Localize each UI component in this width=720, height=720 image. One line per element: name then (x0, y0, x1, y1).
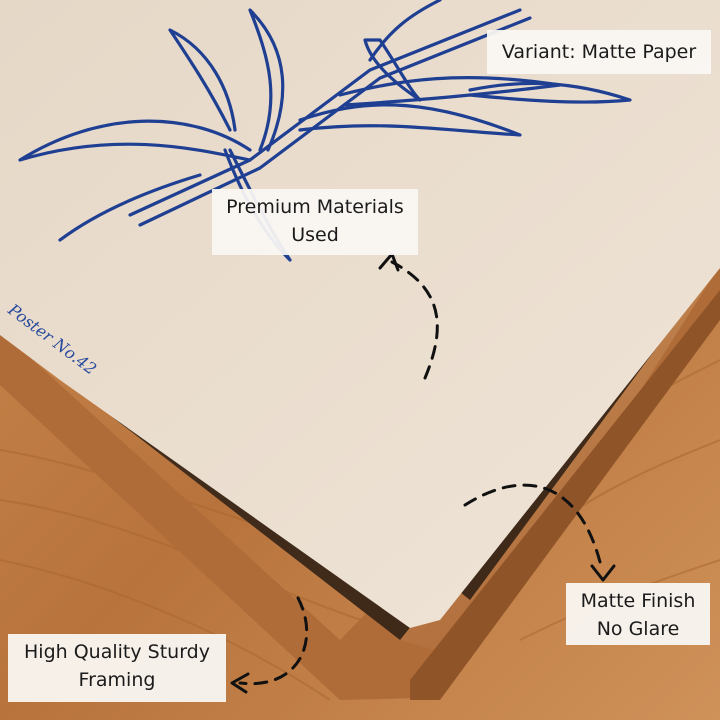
premium-line-1: Premium Materials (226, 196, 404, 218)
arrow-framing (238, 596, 309, 686)
matte-line-1: Matte Finish (580, 590, 696, 612)
variant-label: Variant: Matte Paper (487, 30, 711, 74)
arrowhead-framing (230, 672, 250, 694)
poster-paper (0, 0, 720, 628)
variant-label-text: Variant: Matte Paper (501, 41, 697, 63)
arrowhead-matte (590, 564, 616, 582)
matte-finish-callout: Matte Finish No Glare (566, 583, 710, 645)
arrow-matte (463, 483, 604, 572)
dashed-arrows (238, 260, 604, 686)
framing-callout: High Quality Sturdy Framing (8, 634, 226, 702)
premium-materials-callout: Premium Materials Used (212, 189, 418, 255)
matte-line-2: No Glare (596, 618, 680, 640)
framing-line-1: High Quality Sturdy (24, 641, 210, 663)
botanical-illustration (18, 0, 632, 262)
arrow-premium (390, 260, 439, 380)
framing-line-2: Framing (78, 669, 156, 691)
premium-line-2: Used (291, 224, 339, 246)
frame-front-lip (410, 290, 720, 700)
